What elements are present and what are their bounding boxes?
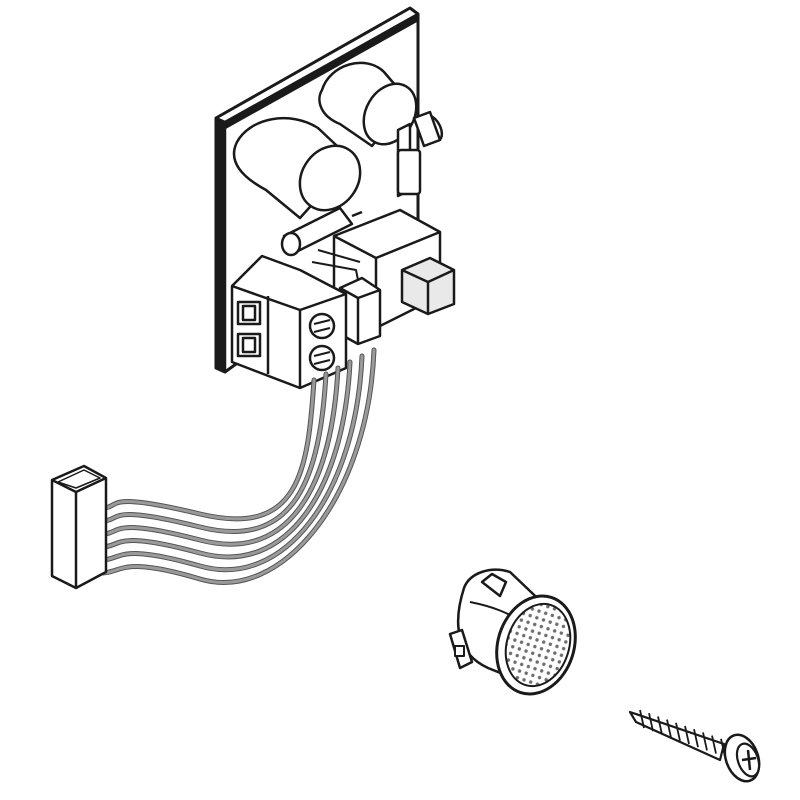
screw-terminal-icon (230, 254, 348, 390)
wire (100, 378, 316, 521)
diode (280, 206, 363, 257)
wire (100, 366, 340, 546)
screw-thread (639, 709, 645, 729)
wire-outline (99, 371, 329, 534)
capacitor-large (232, 116, 362, 220)
circuit-board-icon (214, 6, 456, 390)
cable-icon (99, 347, 377, 585)
connector-icon (50, 464, 108, 590)
sensor-icon (448, 568, 577, 696)
screw-thread (657, 716, 663, 735)
resistor (396, 110, 444, 198)
screw-icon (628, 709, 761, 783)
wire (100, 372, 328, 533)
wire-outline (99, 377, 317, 522)
wire (100, 354, 364, 572)
wire (100, 360, 352, 559)
screw-thread (666, 719, 672, 738)
screw-thread (675, 722, 681, 741)
screw-thread (702, 732, 708, 751)
screw-thread (711, 735, 717, 754)
screw-thread (693, 729, 699, 748)
wire (100, 348, 376, 584)
screw-thread (648, 713, 654, 732)
screw-thread (684, 725, 690, 745)
